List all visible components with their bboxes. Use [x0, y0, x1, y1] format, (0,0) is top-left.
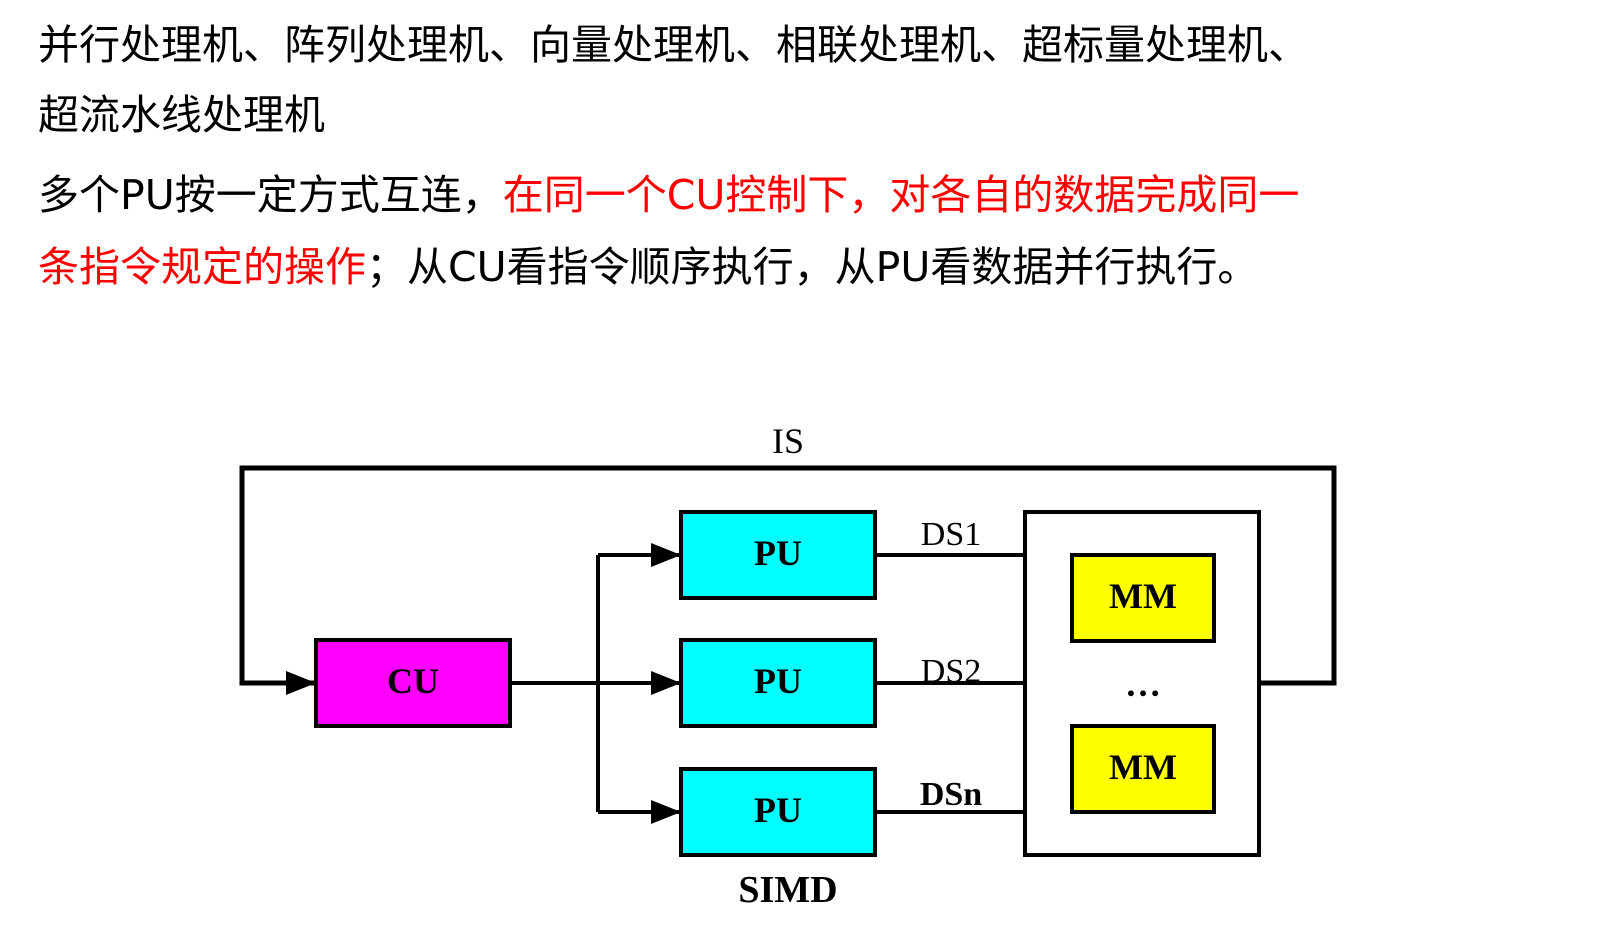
pu-box-2 — [679, 638, 877, 728]
processor-types-text: 并行处理机、阵列处理机、向量处理机、相联处理机、超标量处理机、 — [38, 21, 1309, 69]
cu-box — [314, 638, 512, 728]
pu-label-3: PU — [754, 790, 802, 830]
processor-types-text-cont: 超流水线处理机 — [38, 91, 325, 139]
mm-label-2: MM — [1109, 747, 1177, 787]
mm-label-1: MM — [1109, 576, 1177, 616]
is-label: IS — [772, 421, 804, 461]
pu-box-1 — [679, 510, 877, 600]
dsn-label: DSn — [920, 776, 982, 813]
pu-box-3 — [679, 767, 877, 857]
is-arrowhead — [286, 671, 316, 695]
pu1-arrowhead — [651, 543, 681, 567]
pu-label-2: PU — [754, 661, 802, 701]
ds2-label: DS2 — [921, 653, 981, 690]
ds1-label: DS1 — [921, 516, 981, 553]
simd-definition-highlight: 在同一个CU控制下，对各自的数据完成同一 — [502, 171, 1300, 219]
simd-definition-text: 多个PU按一定方式互连， — [38, 171, 503, 219]
text-line-simd-definition-cont: 条指令规定的操作；从CU看指令顺序执行，从PU看数据并行执行。 — [38, 232, 1258, 302]
simd-definition-text-cont: ；从CU看指令顺序执行，从PU看数据并行执行。 — [366, 243, 1259, 291]
mm-box-1 — [1070, 553, 1216, 643]
mm-box-2 — [1070, 724, 1216, 814]
is-loop-line — [239, 465, 1337, 686]
text-line-processor-types: 并行处理机、阵列处理机、向量处理机、相联处理机、超标量处理机、 — [38, 10, 1309, 80]
text-line-processor-types-cont: 超流水线处理机 — [38, 80, 325, 150]
pu2-arrowhead — [651, 671, 681, 695]
text-line-simd-definition: 多个PU按一定方式互连，在同一个CU控制下，对各自的数据完成同一 — [38, 160, 1299, 230]
pu3-arrowhead — [651, 800, 681, 824]
simd-definition-highlight-cont: 条指令规定的操作 — [38, 243, 366, 291]
cu-label: CU — [387, 661, 439, 701]
diagram-caption: SIMD — [738, 869, 837, 911]
pu-label-1: PU — [754, 533, 802, 573]
mm-ellipsis: … — [1125, 664, 1161, 704]
